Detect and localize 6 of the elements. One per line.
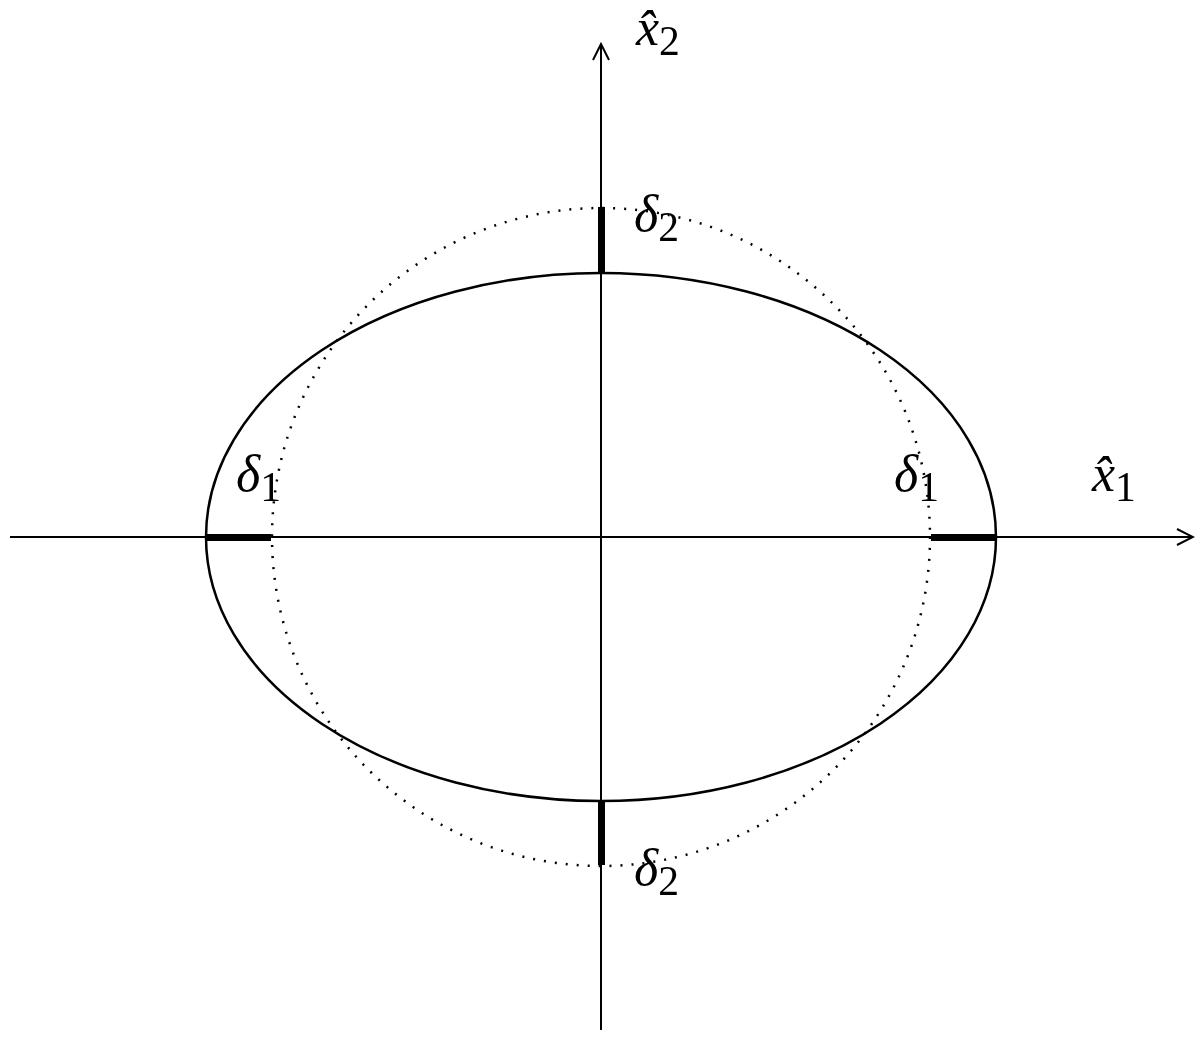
axis-label: x̂$_{1}$ [1092,448,1136,500]
dimension-label: δ$_{1}$ [894,448,939,500]
dimension-label: δ$_{2}$ [634,188,679,240]
dimension-label: δ$_{2}$ [634,842,679,894]
dimension-label: δ$_{1}$ [236,448,281,500]
axis-label: x̂$_{2}$ [636,2,680,54]
